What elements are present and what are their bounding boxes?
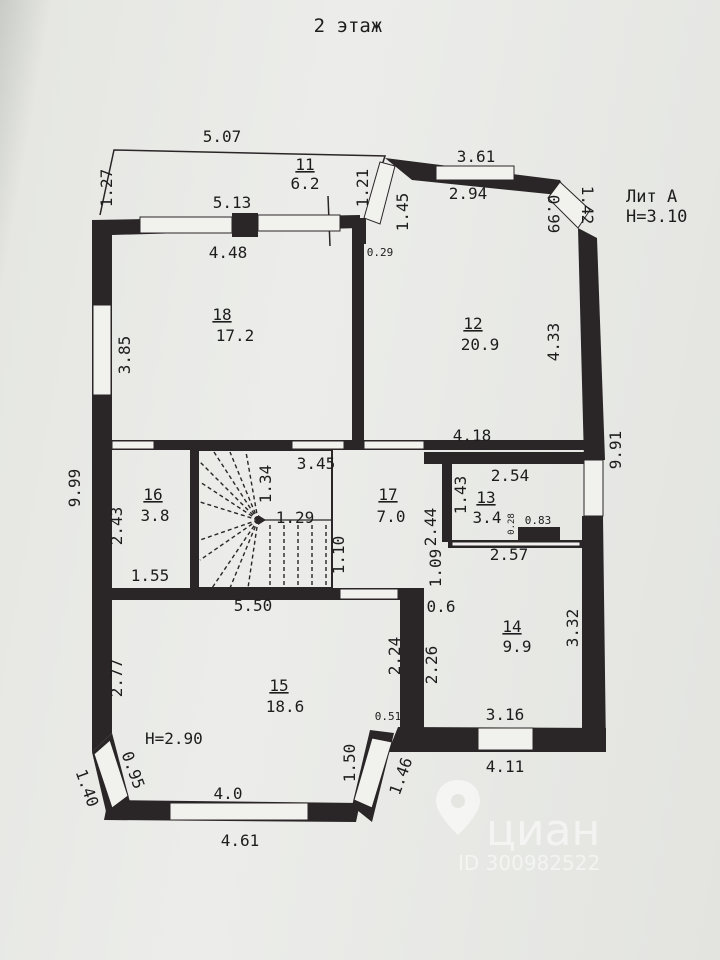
window-top-left-2 <box>257 214 341 232</box>
dim-0-99: 0.99 <box>544 195 563 234</box>
dim-2-43: 2.43 <box>107 507 126 546</box>
room-11-area: 6.2 <box>291 174 320 193</box>
dim-0-29: 0.29 <box>367 246 394 259</box>
room-15-height: H=2.90 <box>145 729 203 748</box>
dim-1-50: 1.50 <box>340 744 359 783</box>
wall-top-corner <box>352 218 366 244</box>
window-diag-right <box>353 737 393 809</box>
room-17-number: 17 <box>378 485 397 504</box>
location-pin-icon <box>436 780 480 835</box>
dim-1-34: 1.34 <box>256 465 275 504</box>
dim-5-07: 5.07 <box>203 127 242 146</box>
room-13-area: 3.4 <box>473 508 502 527</box>
dim-2-94: 2.94 <box>449 184 488 203</box>
dim-2-77: 2.77 <box>107 659 126 698</box>
room-18-number: 18 <box>212 305 231 324</box>
dim-3-61: 3.61 <box>457 147 496 166</box>
dim-5-13: 5.13 <box>213 193 252 212</box>
room-11-number: 11 <box>295 155 314 174</box>
watermark: циан ID 300982522 <box>436 780 600 875</box>
wall-18-12 <box>352 240 364 445</box>
dim-9-99: 9.99 <box>65 469 84 508</box>
dim-2-54: 2.54 <box>491 466 530 485</box>
room-16-number: 16 <box>143 485 162 504</box>
window-bay-left <box>363 161 396 225</box>
outer-walls <box>92 158 606 822</box>
window-diag-left <box>93 739 129 809</box>
window-top-left-1 <box>139 216 233 234</box>
room-17-area: 7.0 <box>377 507 406 526</box>
dim-4-11: 4.11 <box>486 757 525 776</box>
wall-right-upper <box>578 228 605 460</box>
dim-3-45: 3.45 <box>297 454 336 473</box>
dim-1-45: 1.45 <box>393 193 412 232</box>
wall-16-stair <box>190 450 198 590</box>
dim-1-27: 1.27 <box>97 169 116 208</box>
lit-height: H=3.10 <box>626 207 687 227</box>
wall-hall-top <box>110 440 585 450</box>
dim-1-42: 1.42 <box>578 186 597 225</box>
dim-4-33: 4.33 <box>544 323 563 362</box>
watermark-id: ID 300982522 <box>458 851 600 875</box>
room-15-area: 18.6 <box>266 697 305 716</box>
dim-2-44: 2.44 <box>421 508 440 547</box>
window-corner-right <box>547 181 591 229</box>
dim-4-0: 4.0 <box>214 784 243 803</box>
dim-0-28: 0.28 <box>507 513 517 535</box>
wall-hall-bottom <box>110 588 400 600</box>
dim-0-83: 0.83 <box>525 514 552 527</box>
room-12-number: 12 <box>463 314 482 333</box>
room-12-area: 20.9 <box>461 335 500 354</box>
dim-1-10: 1.10 <box>329 536 348 575</box>
staircase <box>197 449 333 589</box>
dim-0-51: 0.51 <box>375 710 402 723</box>
dim-3-32: 3.32 <box>563 609 582 648</box>
dim-1-43: 1.43 <box>451 476 470 515</box>
dim-3-85: 3.85 <box>115 336 134 375</box>
room-14-number: 14 <box>502 617 521 636</box>
windows <box>92 161 604 821</box>
dim-1-21: 1.21 <box>353 169 372 208</box>
dim-0-6: 0.6 <box>427 597 456 616</box>
wall-right-lower <box>582 516 606 752</box>
window-left <box>92 304 112 396</box>
dim-1-46: 1.46 <box>385 755 416 798</box>
room-14-area: 9.9 <box>503 637 532 656</box>
dim-1-29: 1.29 <box>276 508 315 527</box>
window-right <box>583 459 604 517</box>
dim-4-48: 4.48 <box>209 243 248 262</box>
watermark-brand: циан <box>486 805 600 856</box>
window-bottom <box>169 802 309 821</box>
dim-2-57: 2.57 <box>490 545 529 564</box>
room-15-number: 15 <box>269 676 288 695</box>
floor-title: 2 этаж <box>314 15 383 37</box>
interior-walls <box>110 240 585 735</box>
dim-1-09: 1.09 <box>426 549 445 588</box>
dimension-labels: 5.07 1.27 5.13 4.48 1.21 1.45 0.29 3.61 … <box>65 127 625 850</box>
room-18-area: 17.2 <box>216 326 255 345</box>
dim-5-50: 5.50 <box>234 596 273 615</box>
room-16-area: 3.8 <box>141 506 170 525</box>
dim-4-18: 4.18 <box>453 426 492 445</box>
window-bottom-right <box>477 727 534 751</box>
room-labels: 11 6.2 12 20.9 13 3.4 14 9.9 15 18.6 16 … <box>141 155 532 748</box>
dim-9-91: 9.91 <box>606 431 625 470</box>
dim-4-61: 4.61 <box>221 831 260 850</box>
wall-17-13 <box>442 462 452 542</box>
wall-15-right <box>400 640 410 735</box>
shower-tray <box>518 527 560 541</box>
window-top-right <box>435 165 515 181</box>
dim-2-26: 2.26 <box>422 646 441 685</box>
dim-3-16: 3.16 <box>486 705 525 724</box>
dim-2-24: 2.24 <box>385 637 404 676</box>
dim-1-55: 1.55 <box>131 566 170 585</box>
room-13-number: 13 <box>476 488 495 507</box>
lit-label: Лит А <box>626 187 677 207</box>
